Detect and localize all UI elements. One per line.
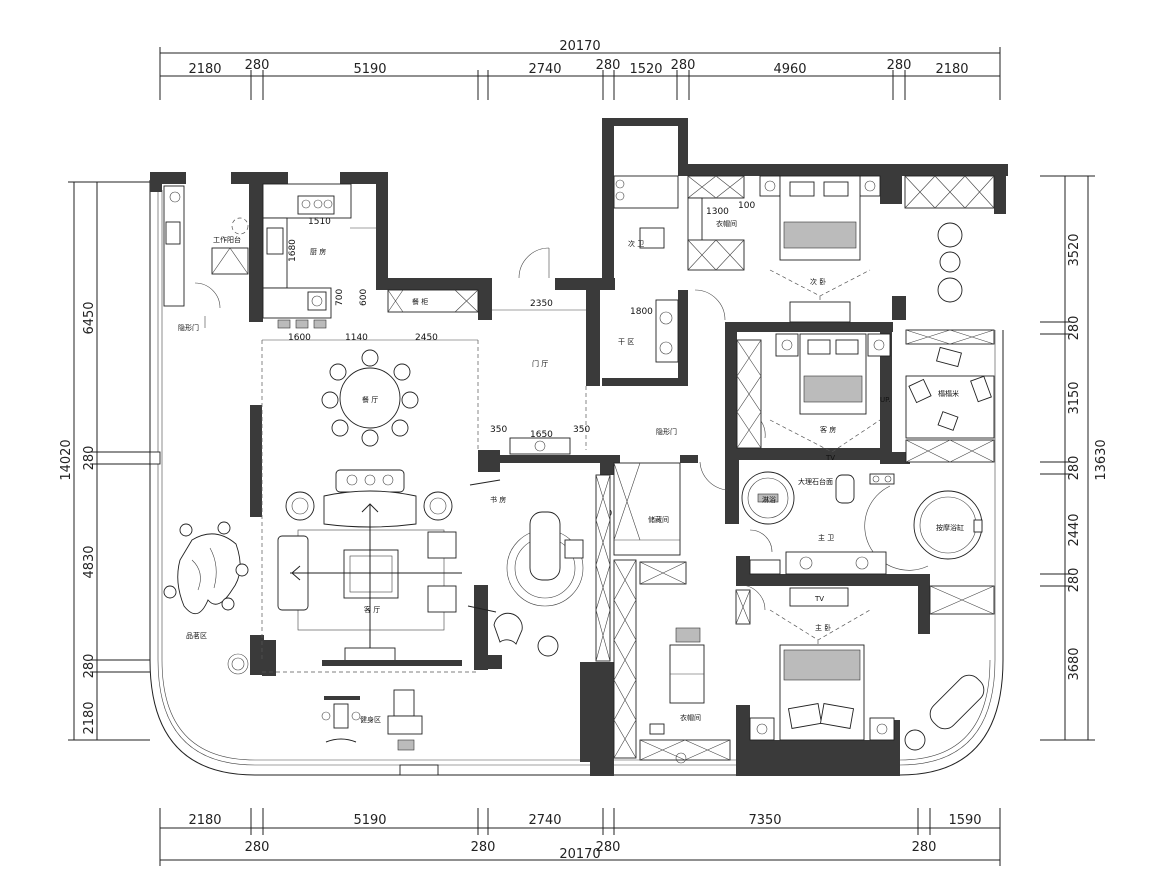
right-dimensions: 3520 280 3150 280 2440 280 3680 13630 [1040,175,1109,741]
top-seg-4: 2740 [528,62,561,77]
bottom-seg-1: 2180 [188,813,221,828]
right-seg-5: 2440 [1067,513,1082,546]
work-balcony: 工作阳台 隐形门 [163,185,249,332]
left-seg-4: 280 [82,654,97,679]
hidden-door-1-label: 隐形门 [178,323,199,332]
master-bedroom: TV 主 卧 [735,587,985,751]
right-seg-3: 3150 [1067,381,1082,414]
study-label: 书 房 [490,495,506,504]
bottom-seg-4: 7350 [748,813,781,828]
top-seg-8: 4960 [773,62,806,77]
second-bedroom-label: 次 卧 [810,277,826,286]
top-seg-1: 2180 [188,62,221,77]
top-total: 20170 [559,39,600,54]
master-tv-label: TV [814,595,824,603]
hidden-door-2-label: 隐形门 [656,427,677,436]
master-bath: 淋浴 大理石台面 按摩浴缸 主 卫 [741,471,995,615]
closet-1300-dim: 1300 [706,207,729,217]
tv-label: TV [825,454,835,462]
top-seg-3: 5190 [353,62,386,77]
top-seg-9: 280 [887,58,912,73]
second-bath: 次 卫 1800 干 区 [613,175,679,363]
walkin-closet: 衣帽间 [613,559,731,764]
work-balcony-label: 工作阳台 [213,235,241,244]
storage-label: 储藏间 [648,515,669,524]
closet-small-label: 衣帽间 [716,219,737,228]
bottom-sub-4: 280 [912,840,937,855]
foyer-label: 门 厅 [532,359,548,368]
closet-100-dim: 100 [738,201,755,211]
right-seg-7: 3680 [1067,647,1082,680]
bottom-total: 20170 [559,847,600,862]
left-seg-2: 280 [82,446,97,471]
bottom-sub-1: 280 [245,840,270,855]
tea-area: 品茗区 [163,521,249,675]
dry-area-label: 干 区 [618,338,634,346]
foyer-2350-dim: 2350 [530,299,553,309]
study-350b-dim: 350 [573,425,590,435]
study-1650-dim: 1650 [530,430,553,440]
top-seg-10: 2180 [935,62,968,77]
guest-room: 客 房 UP. TV 榻榻米 [736,329,995,463]
dining-2450-dim: 2450 [415,333,438,343]
walkin-label: 衣帽间 [680,713,701,722]
outer-envelope [149,180,1004,776]
up-label: UP. [880,396,890,404]
right-seg-6: 280 [1067,568,1082,593]
study-350a-dim: 350 [490,425,507,435]
left-seg-1: 6450 [82,301,97,334]
tea-area-label: 品茗区 [186,631,207,640]
dining-label: 餐 厅 [362,395,378,404]
bottom-dimensions: 2180 5190 2740 7350 1590 280 280 20170 2… [159,808,1001,866]
right-total: 13630 [1094,439,1109,480]
guest-room-label: 客 房 [820,425,836,434]
kitchen-height-dim: 1680 [288,239,298,262]
right-seg-4: 280 [1067,456,1082,481]
master-bath-label: 主 卫 [818,533,834,542]
pantry-label: 餐 柜 [412,297,428,306]
top-seg-2: 280 [245,58,270,73]
left-seg-3: 4830 [82,545,97,578]
pantry-cabinet: 餐 柜 [387,289,479,313]
walls [150,118,1008,776]
master-bedroom-label: 主 卧 [815,623,831,632]
top-seg-6: 1520 [629,62,662,77]
study: 350 1650 350 350 隐形门 书 房 [490,425,677,662]
leisure-area: 健身区 [321,689,423,751]
dry-1800-dim: 1800 [630,307,653,317]
second-bedroom: 1300 100 衣帽间 次 卧 [687,175,995,323]
marble-label: 大理石台面 [798,477,833,486]
shower-label: 淋浴 [762,495,776,504]
top-seg-5: 280 [596,58,621,73]
dining: 1600 1140 2450 餐 厅 [261,333,479,660]
bottom-seg-3: 2740 [528,813,561,828]
bottom-sub-3: 280 [596,840,621,855]
kitchen-700-dim: 700 [335,289,345,306]
living-label: 客 厅 [364,605,380,614]
bottom-seg-2: 5190 [353,813,386,828]
bottom-seg-5: 1590 [948,813,981,828]
left-dimensions: 14020 6450 280 4830 280 2180 [59,181,150,741]
right-seg-2: 280 [1067,316,1082,341]
kitchen-600-dim: 600 [359,289,369,306]
top-dimensions: 20170 2180 280 5190 2740 280 1520 280 49… [159,39,1001,100]
second-bath-label: 次 卫 [628,239,644,248]
kitchen-width-dim: 1510 [308,217,331,227]
foyer: 2350 门 厅 [492,299,587,450]
dining-1600-dim: 1600 [288,333,311,343]
jacuzzi-label: 按摩浴缸 [936,523,964,532]
dining-1140-dim: 1140 [345,333,368,343]
left-seg-5: 2180 [82,701,97,734]
storage: 储藏间 [613,462,681,556]
tatami-label: 榻榻米 [938,389,959,398]
leisure-label: 健身区 [360,715,381,724]
bottom-sub-2: 280 [471,840,496,855]
living-room: 客 厅 [262,469,478,673]
left-total: 14020 [59,439,74,480]
top-seg-7: 280 [671,58,696,73]
right-seg-1: 3520 [1067,233,1082,266]
kitchen-label: 厨 房 [310,247,326,256]
kitchen: 厨 房 1510 1680 700 600 [262,183,376,329]
